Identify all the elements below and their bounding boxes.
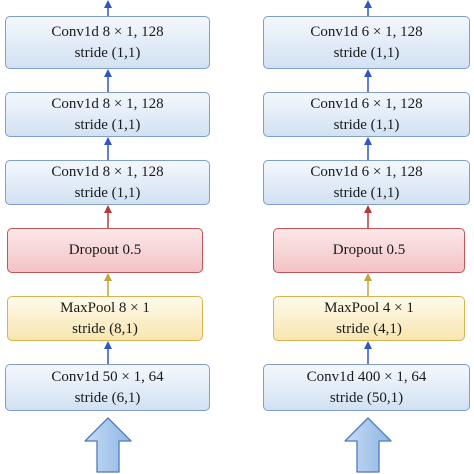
left-conv-mid-name: Conv1d 8 × 1, 128 <box>51 163 164 180</box>
left-conv-upper-stride: stride (1,1) <box>74 116 141 133</box>
right-conv-mid-block: Conv1d 6 × 1, 128 stride (1,1) <box>263 160 470 205</box>
left-conv-upper-name: Conv1d 8 × 1, 128 <box>51 95 164 112</box>
right-input-arrow-icon <box>344 417 392 473</box>
right-maxpool-block: MaxPool 4 × 1 stride (4,1) <box>273 296 465 341</box>
right-conv-input-stride: stride (50,1) <box>329 389 404 406</box>
left-conv-mid-block: Conv1d 8 × 1, 128 stride (1,1) <box>5 160 210 205</box>
right-conv-mid-name: Conv1d 6 × 1, 128 <box>310 163 423 180</box>
left-conv-input-name: Conv1d 50 × 1, 64 <box>51 368 164 385</box>
right-conv-upper-stride: stride (1,1) <box>333 116 400 133</box>
right-conv-input-name: Conv1d 400 × 1, 64 <box>306 368 427 385</box>
left-dropout-block: Dropout 0.5 <box>7 228 203 273</box>
right-conv-top-name: Conv1d 6 × 1, 128 <box>310 23 423 40</box>
right-conv-mid-stride: stride (1,1) <box>333 184 400 201</box>
right-maxpool-stride: stride (4,1) <box>336 320 402 337</box>
left-conv-top-stride: stride (1,1) <box>74 44 141 61</box>
left-maxpool-stride: stride (8,1) <box>72 320 138 337</box>
left-maxpool-name: MaxPool 8 × 1 <box>60 299 150 316</box>
right-dropout-label: Dropout 0.5 <box>332 242 406 258</box>
left-maxpool-block: MaxPool 8 × 1 stride (8,1) <box>7 296 203 341</box>
right-conv-input-block: Conv1d 400 × 1, 64 stride (50,1) <box>263 364 470 411</box>
right-conv-upper-name: Conv1d 6 × 1, 128 <box>310 95 423 112</box>
left-dropout-label: Dropout 0.5 <box>68 242 142 258</box>
right-conv-upper-block: Conv1d 6 × 1, 128 stride (1,1) <box>263 92 470 137</box>
right-conv-top-stride: stride (1,1) <box>333 44 400 61</box>
left-input-arrow-icon <box>84 417 132 473</box>
right-maxpool-name: MaxPool 4 × 1 <box>324 299 414 316</box>
right-conv-top-block: Conv1d 6 × 1, 128 stride (1,1) <box>263 16 470 69</box>
right-dropout-block: Dropout 0.5 <box>273 228 465 273</box>
left-conv-top-name: Conv1d 8 × 1, 128 <box>51 23 164 40</box>
left-conv-input-block: Conv1d 50 × 1, 64 stride (6,1) <box>5 364 210 411</box>
left-conv-mid-stride: stride (1,1) <box>74 184 141 201</box>
left-conv-input-stride: stride (6,1) <box>74 389 141 406</box>
left-conv-upper-block: Conv1d 8 × 1, 128 stride (1,1) <box>5 92 210 137</box>
left-conv-top-block: Conv1d 8 × 1, 128 stride (1,1) <box>5 16 210 69</box>
